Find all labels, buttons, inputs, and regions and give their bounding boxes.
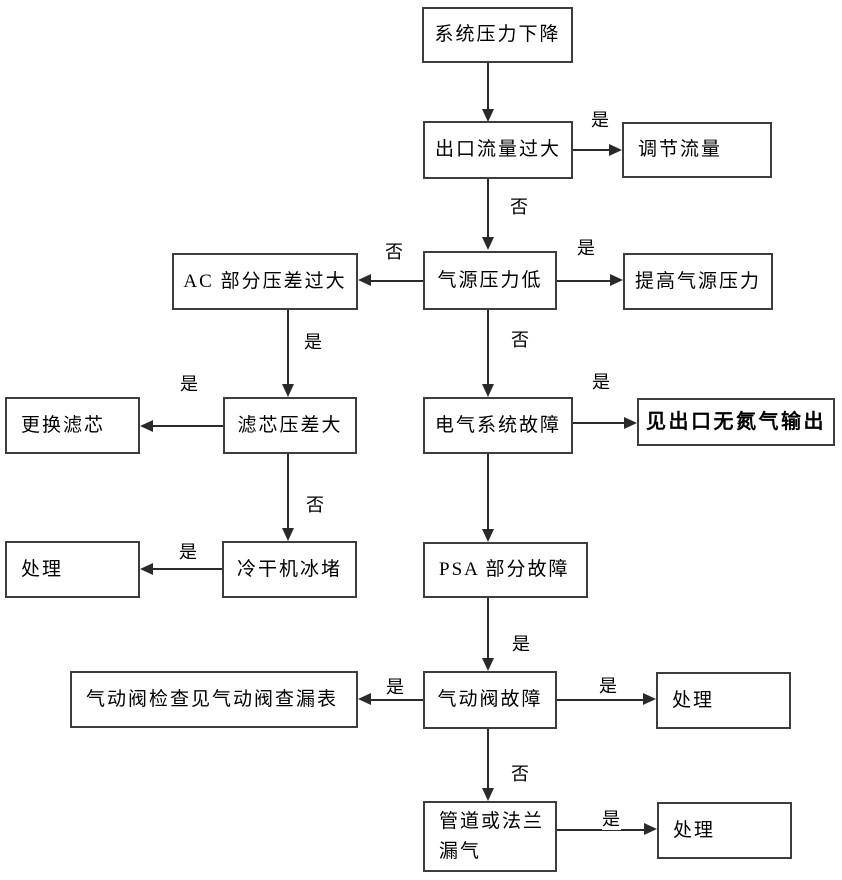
node-raise-air-source-pressure: 提高气源压力 [623, 253, 773, 310]
arrow-ac-to-filter-head [282, 384, 294, 397]
node-psa-fault: PSA 部分故障 [423, 542, 588, 598]
arrow-valve-to-handle-head [643, 693, 656, 705]
node-handle-leak: 处理 [657, 802, 792, 859]
edge-label-yes: 是 [386, 677, 405, 698]
arrow-valve-to-checktable-head [358, 693, 371, 705]
node-adjust-flow: 调节流量 [622, 122, 772, 178]
edge-label-yes: 是 [592, 372, 611, 393]
arrow-valve-to-checktable-line [371, 699, 423, 701]
arrow-dryer-to-handle-head [140, 563, 153, 575]
arrow-source-to-electrical-line [487, 310, 489, 384]
node-system-pressure-drop: 系统压力下降 [422, 7, 573, 63]
arrow-filter-to-replace-head [140, 420, 153, 432]
arrow-outlet-to-source-head [482, 237, 494, 250]
edge-label-no: 否 [385, 242, 404, 263]
arrow-system-to-outlet-line [487, 63, 489, 110]
edge-label-no: 否 [510, 197, 529, 218]
arrow-psa-to-valve-line [487, 598, 489, 658]
edge-label-yes: 是 [591, 110, 610, 131]
arrow-source-to-ac-line [371, 280, 423, 282]
arrow-pipe-to-handle-line [557, 829, 644, 831]
node-valve-check-table: 气动阀检查见气动阀查漏表 [70, 671, 358, 728]
edge-label-yes: 是 [179, 542, 198, 563]
arrow-ac-to-filter-line [287, 310, 289, 384]
edge-label-no: 否 [306, 495, 325, 516]
node-pipe-flange-leak: 管道或法兰漏气 [423, 801, 557, 872]
edge-label-yes: 是 [304, 332, 323, 353]
arrow-electrical-to-nitrogen-line [573, 422, 624, 424]
arrow-outlet-to-adjust-head [609, 144, 622, 156]
arrow-source-to-raise-head [610, 274, 623, 286]
edge-label-no: 否 [511, 764, 530, 785]
arrow-filter-to-dryer-line [287, 454, 289, 528]
node-handle-valve: 处理 [656, 672, 791, 729]
node-filter-dp-high: 滤芯压差大 [223, 397, 357, 454]
arrow-filter-to-replace-line [153, 425, 223, 427]
arrow-electrical-to-psa-head [482, 529, 494, 542]
node-air-source-pressure-low: 气源压力低 [423, 251, 557, 310]
edge-label-yes: 是 [512, 634, 531, 655]
arrow-electrical-to-psa-line [487, 454, 489, 529]
arrow-system-to-outlet-head [482, 109, 494, 122]
edge-label-yes: 是 [602, 809, 621, 830]
node-dryer-ice-block: 冷干机冰堵 [222, 541, 357, 598]
edge-label-yes: 是 [599, 676, 618, 697]
arrow-psa-to-valve-head [482, 658, 494, 671]
arrow-dryer-to-handle-line [153, 568, 222, 570]
arrow-source-to-raise-line [557, 280, 610, 282]
arrow-source-to-ac-head [358, 274, 371, 286]
node-handle-dryer: 处理 [5, 541, 140, 598]
arrow-outlet-to-adjust-line [573, 149, 609, 151]
node-ac-section-dp-high: AC 部分压差过大 [172, 253, 358, 310]
edge-label-no: 否 [511, 330, 530, 351]
node-electrical-fault: 电气系统故障 [423, 397, 573, 454]
arrow-filter-to-dryer-head [282, 528, 294, 541]
arrow-outlet-to-source-line [487, 179, 489, 237]
arrow-valve-to-pipe-head [482, 788, 494, 801]
arrow-valve-to-handle-line [557, 699, 643, 701]
arrow-pipe-to-handle-head [644, 823, 657, 835]
arrow-electrical-to-nitrogen-head [624, 417, 637, 429]
node-replace-filter: 更换滤芯 [5, 397, 140, 454]
arrow-valve-to-pipe-line [487, 729, 489, 788]
node-see-no-nitrogen-output: 见出口无氮气输出 [637, 398, 835, 446]
node-outlet-flow-high: 出口流量过大 [423, 121, 573, 179]
edge-label-yes: 是 [577, 238, 596, 259]
arrow-source-to-electrical-head [482, 384, 494, 397]
edge-label-yes: 是 [180, 374, 199, 395]
node-pneumatic-valve-fault: 气动阀故障 [423, 671, 557, 729]
